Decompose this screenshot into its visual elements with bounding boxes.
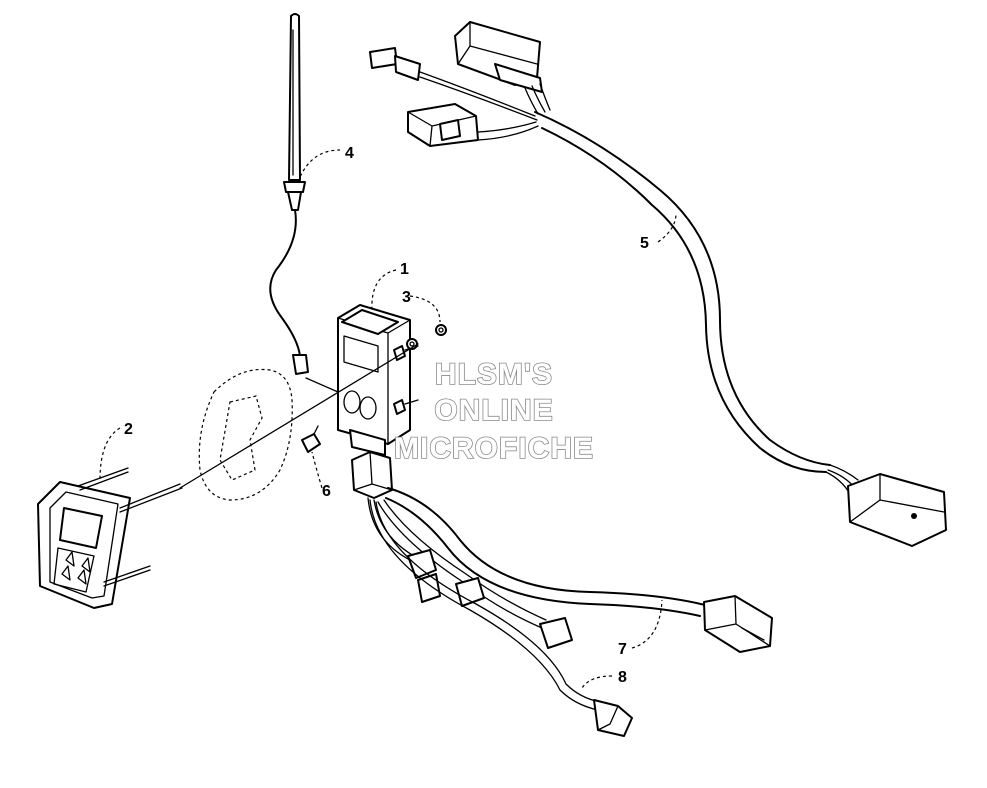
clip-part-6: [301, 425, 321, 453]
callout-7: 7: [618, 641, 627, 658]
watermark-line-2: ONLINE: [434, 394, 553, 427]
callout-3: 3: [402, 289, 411, 306]
module-part-1: [337, 304, 419, 456]
callout-8: 8: [618, 669, 627, 686]
callout-5: 5: [640, 235, 649, 252]
nut-part-3: [406, 324, 447, 350]
watermark-line-3: MICROFICHE: [394, 432, 594, 465]
callout-4: 4: [345, 145, 354, 162]
mounting-outline: [198, 368, 293, 501]
harness-part-8: [369, 499, 633, 737]
watermark-line-1: HLSM'S: [435, 358, 553, 391]
mounting-inner-outline: [219, 395, 263, 481]
harness-part-7: [351, 451, 773, 653]
callout-1: 1: [400, 261, 409, 278]
callout-2: 2: [124, 421, 133, 438]
watermark: HLSM'S ONLINE MICROFICHE: [393, 357, 594, 466]
leader-lines: [99, 149, 677, 689]
callout-6: 6: [322, 483, 331, 500]
bolt-axis-line: [179, 343, 419, 489]
antenna-part-4: [269, 13, 309, 375]
harness-part-5: [369, 21, 947, 547]
display-part-2: [37, 467, 183, 609]
